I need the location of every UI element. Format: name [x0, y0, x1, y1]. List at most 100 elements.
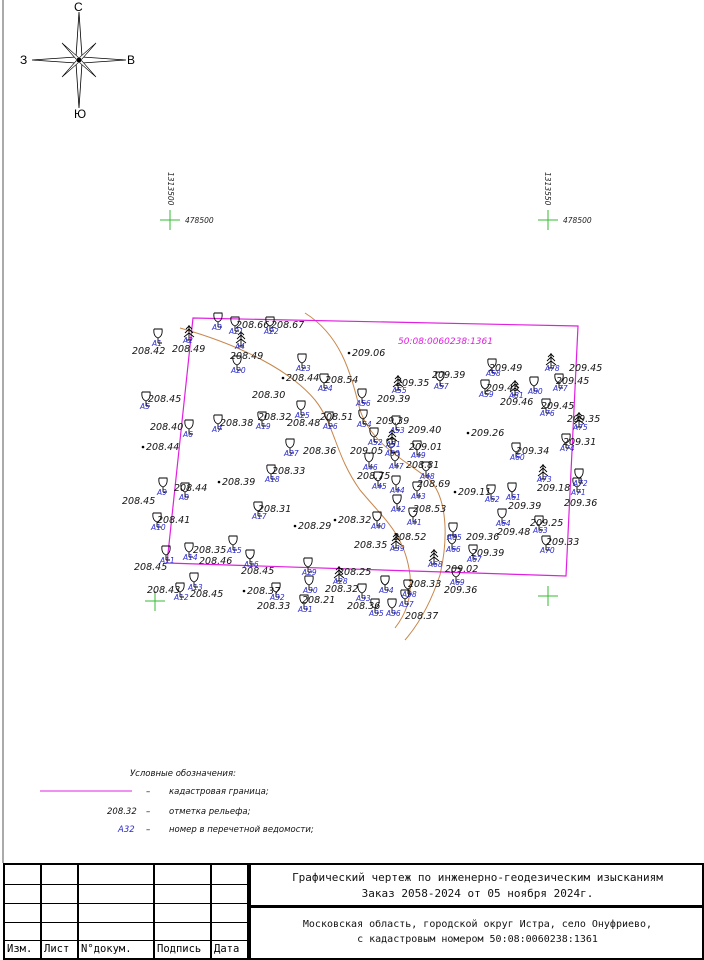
point-label: A39	[389, 544, 405, 553]
shrub-icon	[303, 557, 313, 573]
point-label: A52	[367, 438, 383, 447]
shrub-icon	[296, 400, 306, 416]
point-label: A31	[297, 605, 313, 614]
point-label: A76	[539, 409, 555, 418]
elevation-label: 209.35	[396, 378, 429, 389]
elevation-label: 208.37	[247, 586, 280, 597]
elevation-label: 209.45	[569, 363, 602, 374]
point-label: A35	[368, 609, 384, 618]
elevation-label: 208.48	[287, 418, 320, 429]
elevation-label: 208.33	[272, 466, 305, 477]
elevation-dot	[141, 445, 145, 449]
legend: Условные обозначения: – кадастровая гран…	[40, 769, 314, 835]
cadastral-boundary	[166, 317, 579, 577]
elevation-label: 208.38	[220, 418, 253, 429]
shrub-icon	[265, 316, 275, 332]
shrub-icon	[387, 598, 397, 614]
point-label: A78	[544, 364, 560, 373]
point-label: A44	[389, 486, 405, 495]
point-label: A24	[317, 384, 333, 393]
point-label: A3	[211, 323, 222, 332]
elevation-label: 208.33	[257, 601, 290, 612]
shrub-icon	[297, 353, 307, 369]
point-label: A9	[156, 488, 167, 497]
elevation-dot	[293, 524, 297, 528]
title-block-cell	[42, 923, 79, 941]
shrub-icon	[412, 440, 422, 456]
elevation-label: 209.06	[352, 348, 385, 359]
elevation-label: 208.21	[302, 595, 335, 606]
relief-line	[304, 312, 446, 641]
title-block-header: N°докум.	[79, 941, 155, 960]
point-label: A40	[370, 522, 386, 531]
elevation-label: 208.42	[132, 346, 165, 357]
point-label: A81	[508, 391, 524, 400]
title-block-cell	[42, 904, 79, 923]
elevation-dot	[453, 490, 457, 494]
elevation-label: 208.49	[172, 344, 205, 355]
shrub-icon	[189, 572, 199, 588]
point-label: A50	[384, 449, 400, 458]
point-label: A55	[391, 386, 407, 395]
grid-northing: 1313550	[543, 172, 552, 206]
point-label: A34	[378, 586, 394, 595]
point-label: A62	[484, 495, 500, 504]
elevation-label: 208.45	[134, 562, 167, 573]
title-block-cell	[155, 923, 212, 941]
shrub-icon	[228, 535, 238, 551]
grid-northing: 1313500	[166, 172, 175, 206]
point-label: A53	[389, 426, 405, 435]
grid-crosses	[145, 586, 558, 611]
legend-elev-label: отметка рельефа;	[169, 807, 251, 817]
title-block-cell	[42, 885, 79, 904]
title-block-cell	[212, 885, 249, 904]
title-block-cell	[5, 923, 42, 941]
address: Московская область, городской округ Истр…	[251, 917, 704, 947]
elevation-label: 208.39	[222, 477, 255, 488]
shrub-icon	[561, 433, 571, 449]
title-block-cell	[79, 923, 155, 941]
title-block-cell	[79, 865, 155, 885]
title-block-header: Изм.	[5, 941, 42, 960]
elevation-label: 208.44	[286, 373, 319, 384]
point-label: A29	[301, 568, 317, 577]
compass-north: С	[74, 0, 83, 14]
compass-south: Ю	[74, 107, 86, 121]
shrub-icon	[541, 535, 551, 551]
elevation-label: 209.48	[497, 527, 530, 538]
point-label: A75	[572, 423, 588, 432]
title-block-cell	[42, 865, 79, 885]
legend-point-label: номер в перечетной ведомости;	[169, 825, 314, 835]
compass-west: З	[20, 53, 27, 67]
point-label: A33	[355, 594, 371, 603]
shrub-icon	[319, 373, 329, 389]
point-label: A17	[251, 512, 267, 521]
point-label: A38	[401, 590, 417, 599]
shrub-icon	[574, 468, 584, 484]
elevation-label: 208.36	[347, 601, 380, 612]
shrub-icon	[370, 598, 380, 614]
shrub-icon	[391, 475, 401, 491]
elevation-label: 209.31	[563, 437, 596, 448]
vegetation-symbols	[141, 312, 585, 614]
shrub-icon	[392, 494, 402, 510]
shrub-icon	[507, 482, 517, 498]
point-label: A66	[445, 545, 461, 554]
point-label: A14	[182, 553, 198, 562]
elevation-label: 209.11	[458, 487, 491, 498]
point-label: A11	[159, 556, 175, 565]
elevation-label: 209.39	[508, 501, 541, 512]
shrub-icon	[141, 391, 151, 407]
tree-icon	[573, 412, 585, 428]
point-label: A56	[355, 399, 371, 408]
point-label: A42	[390, 505, 406, 514]
point-label: A21	[228, 327, 244, 336]
shrub-icon	[184, 419, 194, 435]
point-label: A26	[322, 422, 338, 431]
shrub-icon	[358, 409, 368, 425]
elevation-label: 209.49	[489, 363, 522, 374]
shrub-icon	[435, 371, 445, 387]
tree-icon	[392, 375, 404, 391]
